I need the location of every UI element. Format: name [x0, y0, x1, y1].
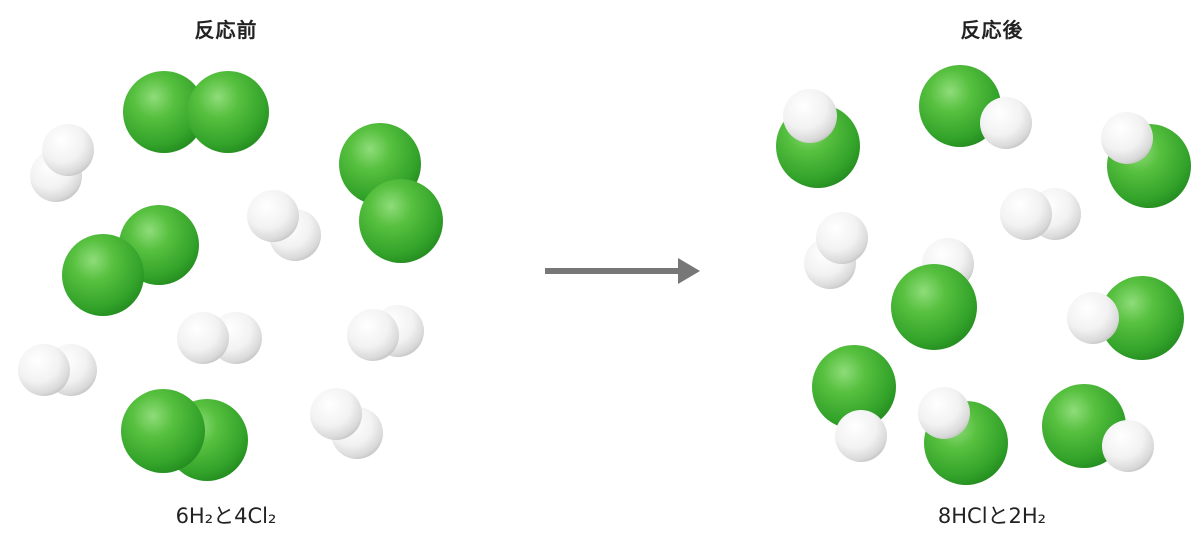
hydrogen-atom	[1102, 420, 1154, 472]
chlorine-atom	[187, 71, 269, 153]
chlorine-atom	[62, 234, 144, 316]
before-title: 反応前	[194, 18, 258, 42]
hydrogen-atom	[835, 410, 887, 462]
h2-molecule	[30, 124, 94, 202]
hcl-molecule	[1067, 276, 1184, 360]
before-molecules	[18, 71, 443, 481]
h2-molecule	[347, 305, 424, 361]
hcl-molecule	[919, 65, 1032, 149]
after-molecules	[776, 65, 1191, 485]
after-title: 反応後	[960, 18, 1024, 42]
hydrogen-atom	[247, 190, 299, 242]
hcl-molecule	[891, 238, 977, 350]
hydrogen-atom	[42, 124, 94, 176]
reaction-arrow	[545, 258, 700, 284]
hydrogen-atom	[310, 388, 362, 440]
before-caption: 6H₂と4Cl₂	[175, 504, 277, 528]
hydrogen-atom	[347, 309, 399, 361]
hydrogen-atom	[1101, 112, 1153, 164]
chlorine-atom	[891, 264, 977, 350]
hydrogen-atom	[918, 387, 970, 439]
h2-molecule	[18, 344, 97, 396]
hydrogen-atom	[1000, 188, 1052, 240]
hcl-molecule	[918, 387, 1008, 485]
hydrogen-atom	[18, 344, 70, 396]
arrow-head-icon	[678, 258, 700, 284]
chlorine-atom	[359, 179, 443, 263]
chlorine-atom	[121, 389, 205, 473]
h2-molecule	[247, 190, 321, 261]
hydrogen-atom	[1067, 292, 1119, 344]
hydrogen-atom	[816, 212, 868, 264]
after-caption: 8HClと2H₂	[937, 504, 1047, 528]
cl2-molecule	[62, 205, 199, 316]
cl2-molecule	[123, 71, 269, 153]
hydrogen-atom	[783, 89, 837, 143]
h2-molecule	[310, 388, 383, 459]
hcl-molecule	[776, 89, 860, 188]
chlorine-atom	[123, 71, 205, 153]
hcl-molecule	[812, 345, 896, 462]
cl2-molecule	[339, 123, 443, 263]
hcl-molecule	[1042, 384, 1154, 472]
cl2-molecule	[121, 389, 248, 481]
hcl-molecule	[1101, 112, 1191, 208]
h2-molecule	[1000, 188, 1081, 240]
h2-molecule	[177, 312, 262, 364]
hydrogen-atom	[980, 97, 1032, 149]
hydrogen-atom	[177, 312, 229, 364]
chlorine-atom	[1100, 276, 1184, 360]
chlorine-atom	[812, 345, 896, 429]
h2-molecule	[804, 212, 868, 289]
